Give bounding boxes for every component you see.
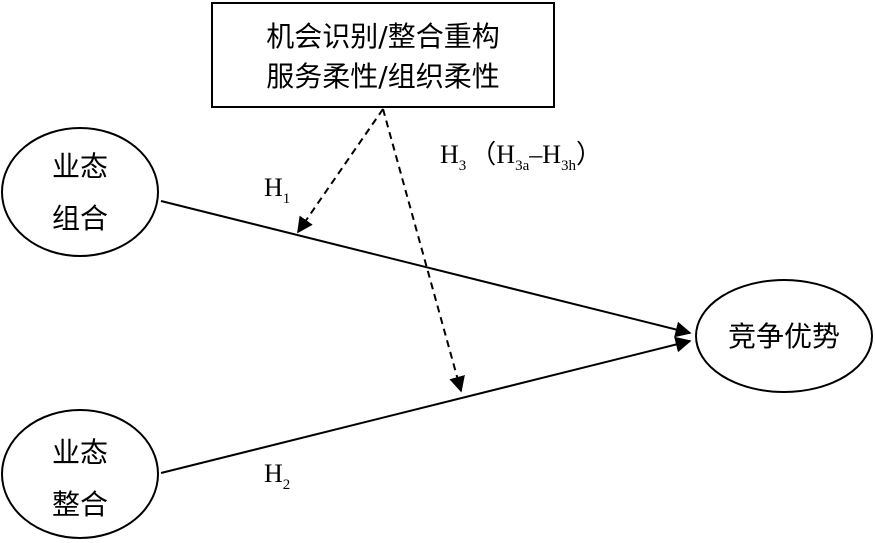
h3-range-b-main: H [542, 140, 561, 169]
h1-label: H1 [264, 173, 290, 207]
h3-range-a-sub: 3a [515, 158, 530, 174]
moderator-label-line2: 服务柔性/组织柔性 [266, 60, 499, 93]
h2-label: H2 [264, 459, 290, 493]
h3-range-a-main: H [496, 140, 515, 169]
h1-label-main: H [264, 173, 283, 202]
h3-label-main: H [440, 140, 459, 169]
moderator-label-line1: 机会识别/整合重构 [266, 20, 499, 53]
h2-label-main: H [264, 459, 283, 488]
h3-label-sub: 3 [459, 158, 467, 174]
business-combination-label-line2: 组合 [52, 202, 108, 235]
moderator-to-h1-arrow [297, 108, 384, 234]
h3-label: H3（H3a–H3h） [440, 140, 602, 174]
h2-label-sub: 2 [283, 477, 291, 493]
h3-open-paren: （ [470, 140, 496, 169]
business-integration-label-line1: 业态 [52, 436, 108, 469]
business-integration-label-line2: 整合 [52, 488, 108, 521]
competitive-advantage-node [695, 279, 873, 393]
h3-range-b-sub: 3h [561, 158, 577, 174]
h3-range-dash: – [528, 140, 543, 169]
moderator-to-h2-arrow [382, 108, 465, 393]
h3-close-paren: ） [576, 140, 602, 169]
h1-label-sub: 1 [283, 191, 291, 207]
h2-path-arrow [160, 336, 692, 474]
h1-path-arrow [160, 200, 692, 338]
business-integration-node [1, 409, 159, 539]
moderator-box [211, 2, 555, 108]
business-combination-node [1, 127, 159, 257]
competitive-advantage-label: 竞争优势 [728, 320, 840, 353]
business-combination-label-line1: 业态 [52, 150, 108, 183]
